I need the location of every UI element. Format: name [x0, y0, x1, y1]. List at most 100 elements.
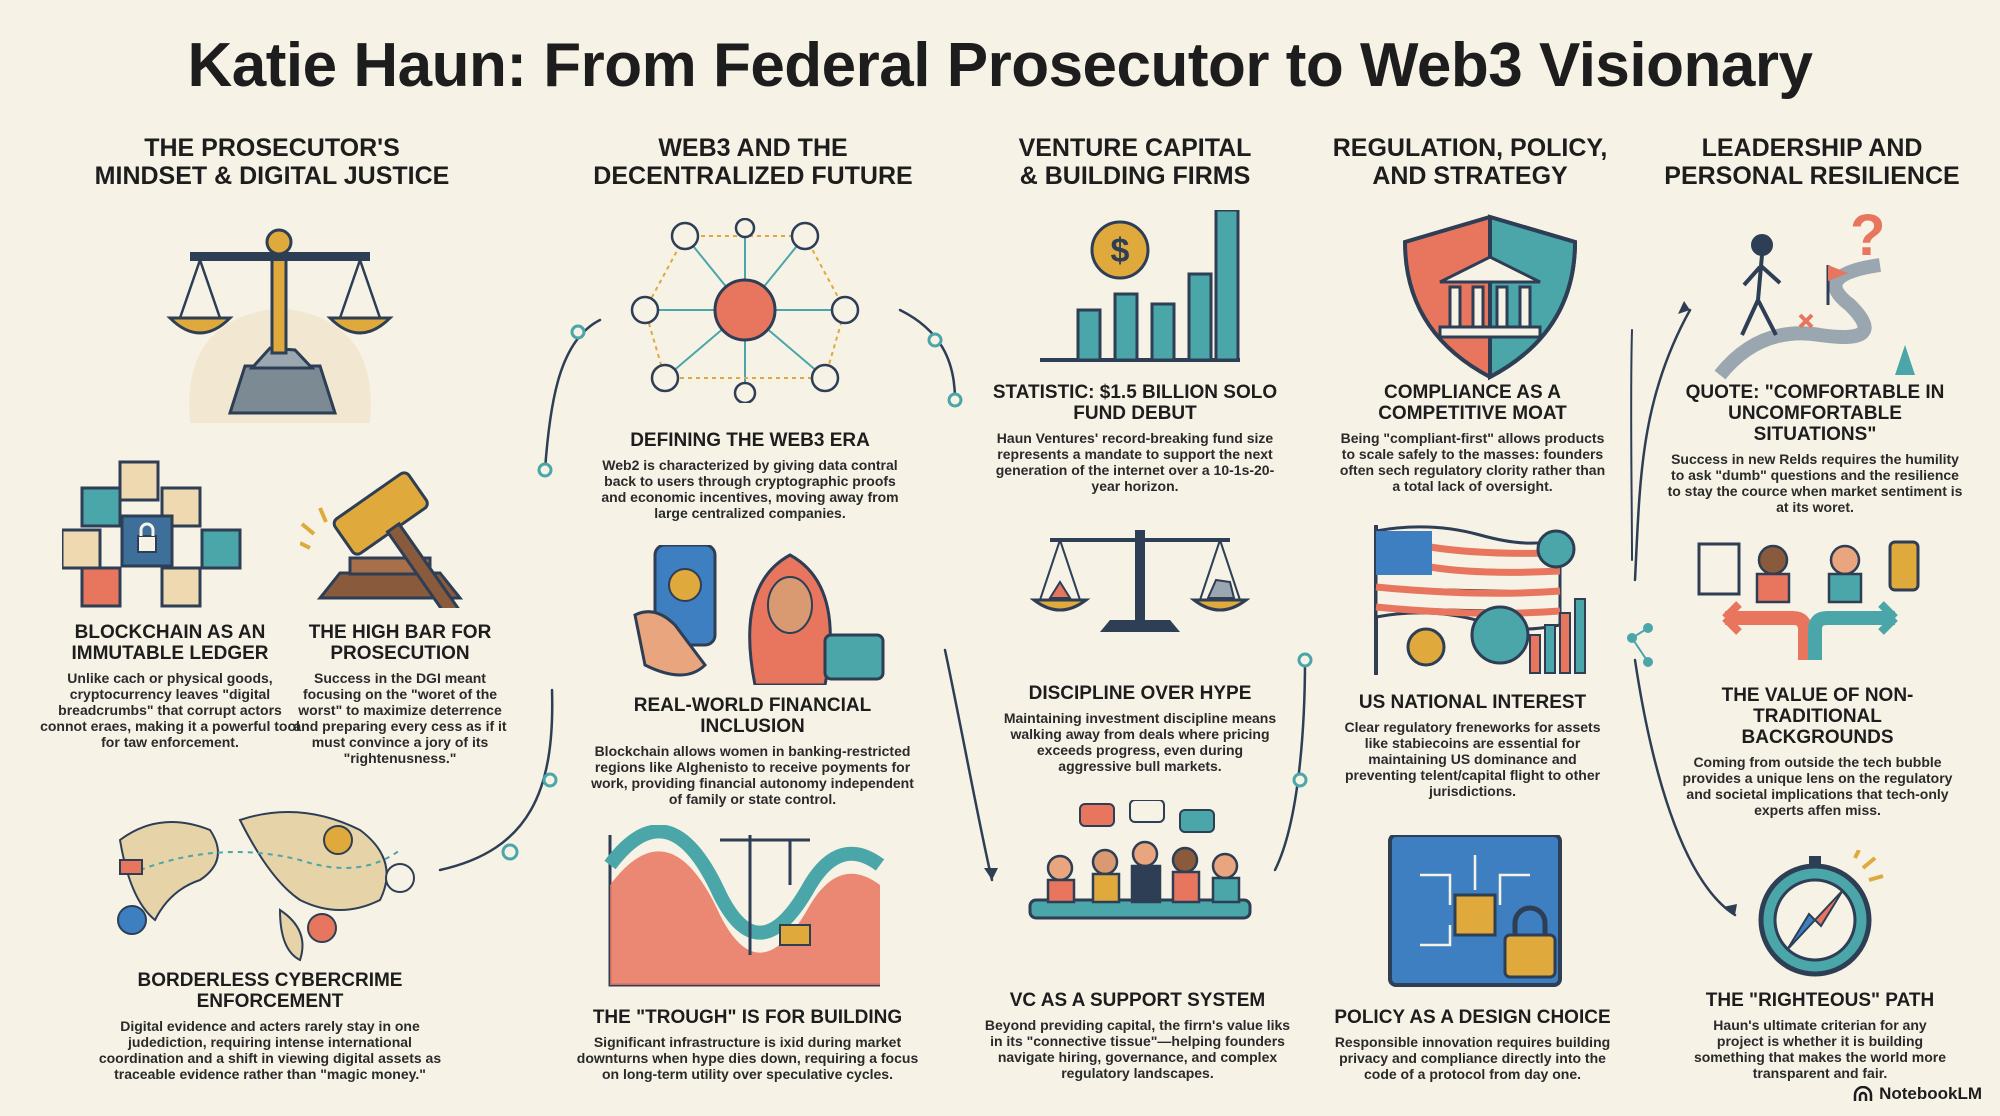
coin-icon	[323, 825, 353, 855]
gear-icon	[1406, 627, 1446, 667]
card-non-traditional: THE VALUE OF NON-TRADITIONAL BACKGROUNDS…	[1675, 685, 1960, 818]
wallet-icon	[823, 633, 885, 681]
card-body: Blockchain allows women in banking-restr…	[591, 743, 914, 807]
flag-icon	[1828, 265, 1848, 281]
connector-dot	[927, 332, 943, 348]
card-title: THE "TROUGH" IS FOR BUILDING	[592, 1007, 903, 1028]
arrow-head-icon	[1723, 904, 1737, 915]
connector-dot	[537, 462, 553, 478]
card-body: Clear regulatory freneworks for assets l…	[1344, 719, 1601, 799]
connector-dot	[542, 772, 558, 788]
card-title: QUOTE: "COMFORTABLE IN UNCOMFORTABLE SIT…	[1685, 382, 1945, 445]
hand-icon	[633, 610, 707, 677]
card-title: BLOCKCHAIN AS AN IMMUTABLE LEDGER	[71, 622, 269, 664]
card-title: DISCIPLINE OVER HYPE	[1028, 683, 1252, 704]
card-national-interest: US NATIONAL INTEREST Clear regulatory fr…	[1340, 692, 1605, 799]
mobile-payment-woman-icon	[633, 545, 885, 685]
card-discipline: DISCIPLINE OVER HYPE Maintaining investm…	[1000, 683, 1280, 774]
lock-icon	[137, 535, 157, 553]
connector-curve	[1633, 658, 1737, 917]
notebooklm-brand: NotebookLM	[1853, 1084, 1982, 1104]
card-body: Being "compliant-first" allows products …	[1339, 430, 1606, 494]
padlock-icon	[1503, 933, 1557, 979]
brand-name: NotebookLM	[1879, 1084, 1982, 1103]
card-body: Coming from outside the tech bubble prov…	[1682, 754, 1953, 818]
question-mark-icon: ?	[1850, 205, 1885, 268]
card-title: POLICY AS A DESIGN CHOICE	[1334, 1007, 1611, 1028]
card-cybercrime: BORDERLESS CYBERCRIME ENFORCEMENT Digita…	[95, 970, 445, 1082]
svg-text:$: $	[1111, 232, 1130, 270]
path-walker-question-icon: ?	[1714, 205, 1915, 380]
shield-bank-icon	[1402, 214, 1578, 381]
card-title: US NATIONAL INTEREST	[1358, 692, 1587, 713]
us-flag-growth-icon	[1374, 525, 1586, 675]
card-body: Success in new Relds requires the humili…	[1667, 451, 1963, 515]
chat-bubble-icon	[1129, 800, 1165, 823]
connector-curve	[898, 308, 957, 402]
market-trough-crane-icon	[604, 825, 885, 987]
rock-icon	[1206, 578, 1236, 599]
walking-person-icon	[1740, 234, 1782, 336]
diverse-paths-icon	[1697, 540, 1920, 660]
growth-bar-chart-icon: $	[1040, 210, 1240, 362]
card-title: STATISTIC: $1.5 BILLION SOLO FUND DEBUT	[992, 382, 1278, 424]
woman-avatar-icon	[1755, 572, 1791, 604]
chat-bubble-icon	[1079, 803, 1115, 827]
column-heading-regulation: REGULATION, POLICY,AND STRATEGY	[1332, 134, 1608, 190]
card-body: Haun's ultimate criterian for any projec…	[1693, 1017, 1947, 1081]
card-policy-design: POLICY AS A DESIGN CHOICE Responsible in…	[1325, 1007, 1620, 1082]
circuit-blueprint-lock-icon	[1388, 835, 1562, 987]
column-heading-venture: VENTURE CAPITAL& BUILDING FIRMS	[1018, 134, 1252, 190]
card-title: VC AS A SUPPORT SYSTEM	[1009, 990, 1266, 1011]
us-flag-badge-icon	[385, 863, 415, 893]
connector-curve	[438, 688, 554, 872]
compass-icon	[1758, 850, 1884, 977]
connector-curve	[1273, 658, 1307, 872]
card-high-bar: THE HIGH BAR FOR PROSECUTION Success in …	[290, 622, 510, 766]
connector-dot	[570, 324, 586, 340]
arrow-head-icon	[984, 868, 998, 880]
card-title: DEFINING THE WEB3 ERA	[630, 430, 870, 451]
gear-icon	[1536, 529, 1576, 569]
card-body: Digital evidence and acters rarely stay …	[98, 1018, 442, 1082]
card-body: Web2 is characterized by giving data con…	[601, 457, 899, 521]
gavel-icon	[300, 471, 470, 608]
card-body: Beyond previding capital, the firrn's va…	[984, 1017, 1291, 1081]
balance-scale-icon	[1030, 530, 1250, 632]
flag-icon	[119, 859, 143, 875]
card-trough: THE "TROUGH" IS FOR BUILDING Significant…	[575, 1007, 920, 1082]
bank-building-icon	[1438, 255, 1542, 339]
team-meeting-icon	[1028, 800, 1252, 920]
card-web3-era: DEFINING THE WEB3 ERA Web2 is characteri…	[590, 430, 910, 521]
france-flag-badge-icon	[117, 905, 147, 935]
gem-icon	[1048, 580, 1072, 599]
connector-dot	[501, 843, 519, 861]
card-body: Maintaining investment discipline means …	[1003, 710, 1277, 774]
chip-icon	[1453, 893, 1497, 937]
crane-icon	[720, 835, 810, 955]
card-financial-inclusion: REAL-WORLD FINANCIAL INCLUSION Blockchai…	[590, 695, 915, 807]
bitcoin-icon	[668, 568, 702, 602]
card-title: THE HIGH BAR FOR PROSECUTION	[308, 622, 492, 664]
central-user-icon	[713, 278, 777, 342]
card-blockchain-ledger: BLOCKCHAIN AS AN IMMUTABLE LEDGER Unlike…	[40, 622, 300, 750]
bricks-icon	[779, 924, 811, 946]
diploma-icon	[1697, 542, 1741, 596]
card-vc-support: VC AS A SUPPORT SYSTEM Beyond previding …	[980, 990, 1295, 1081]
connector-dot	[947, 392, 963, 408]
chat-bubble-icon	[1179, 809, 1215, 833]
man-avatar-icon	[1827, 572, 1863, 604]
flag-badge-icon	[307, 913, 337, 943]
card-quote: QUOTE: "COMFORTABLE IN UNCOMFORTABLE SIT…	[1665, 382, 1965, 515]
card-body: Unlike cach or physical goods, cryptocur…	[40, 670, 300, 750]
connector-curve	[543, 318, 602, 472]
network-people-icon	[630, 218, 860, 403]
connector-dot	[1292, 772, 1308, 788]
dollar-coin-icon	[1090, 220, 1150, 280]
scales-of-justice-icon	[166, 228, 394, 423]
globe-icon	[1470, 605, 1530, 665]
